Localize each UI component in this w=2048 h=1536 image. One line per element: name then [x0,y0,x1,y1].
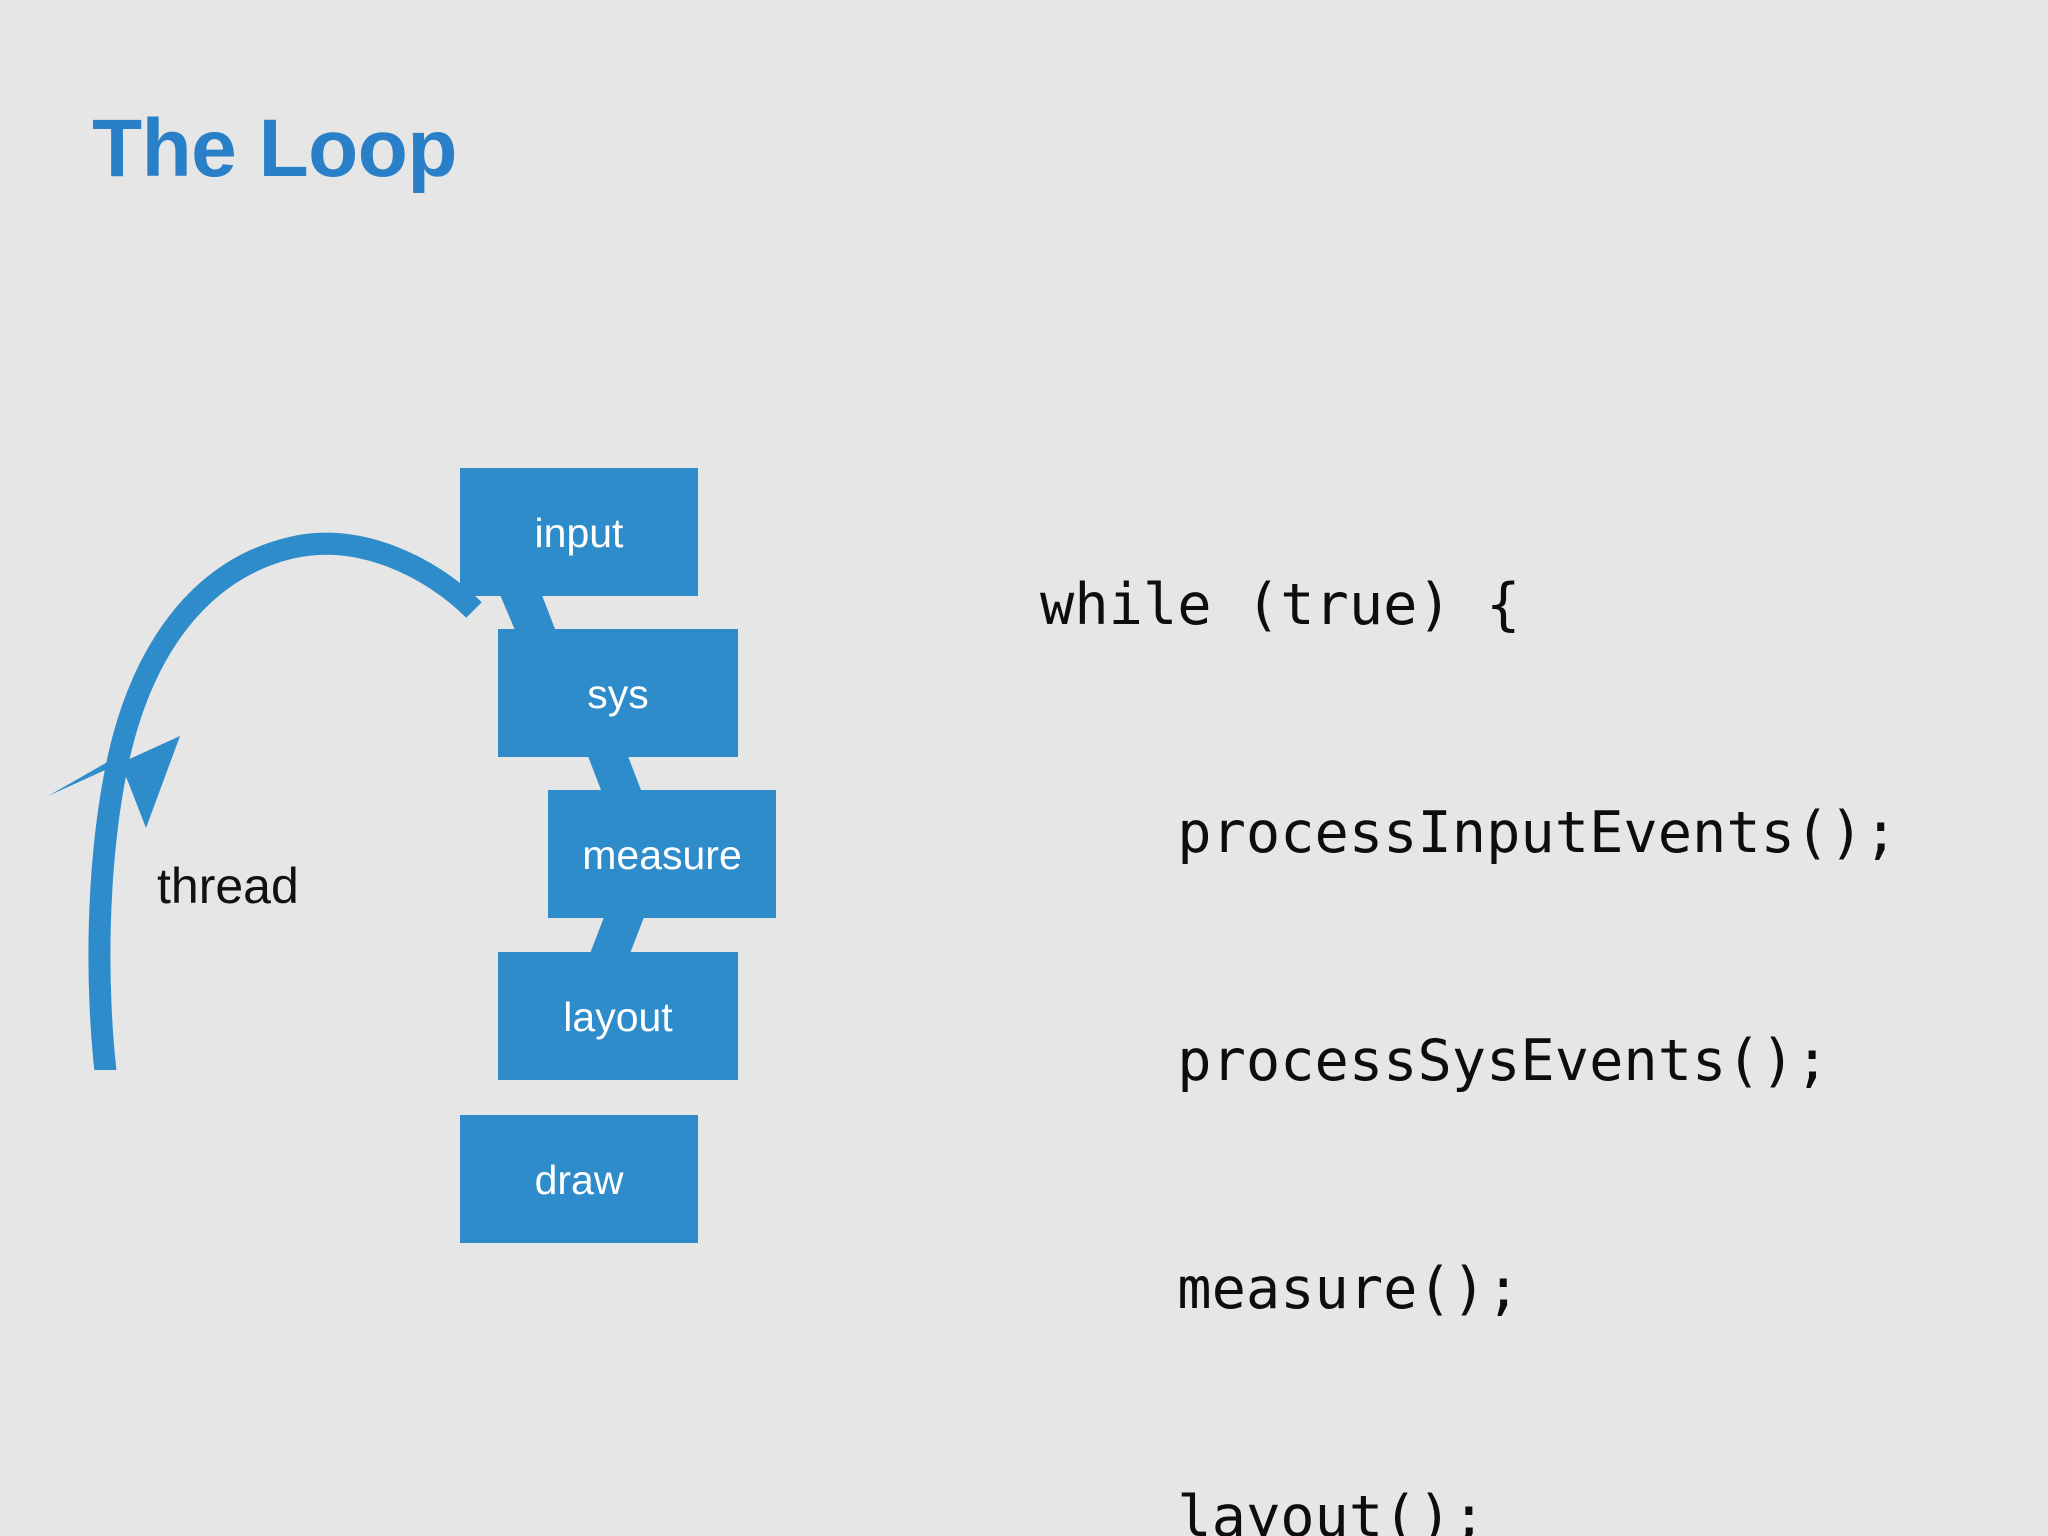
code-line: processSysEvents(); [1040,1028,1830,1094]
stage-label-sys: sys [587,670,649,717]
thread-label: thread [157,858,299,914]
stage-box-input[interactable]: input [460,468,698,596]
connector-measure-to-layout [586,912,646,964]
stage-label-layout: layout [563,993,673,1040]
code-line: while (true) { [1040,572,1521,638]
stage-label-input: input [534,509,624,556]
code-line: layout(); [1040,1484,1487,1536]
page-title: The Loop [92,103,457,194]
code-block: while (true) { processInputEvents(); pro… [1040,415,1898,1536]
code-line: measure(); [1040,1256,1521,1322]
stage-label-measure: measure [582,831,742,878]
stage-box-sys[interactable]: sys [498,629,738,757]
loop-cycle-diagram: input sys measure layout draw thread [0,250,820,1243]
stage-box-measure[interactable]: measure [548,790,776,918]
stage-box-layout[interactable]: layout [498,952,738,1080]
loop-arrowhead-top [48,736,180,828]
loop-arc-top [88,532,482,1070]
code-line: processInputEvents(); [1040,800,1898,866]
stage-box-draw[interactable]: draw [460,1115,698,1243]
stage-label-draw: draw [534,1156,624,1203]
